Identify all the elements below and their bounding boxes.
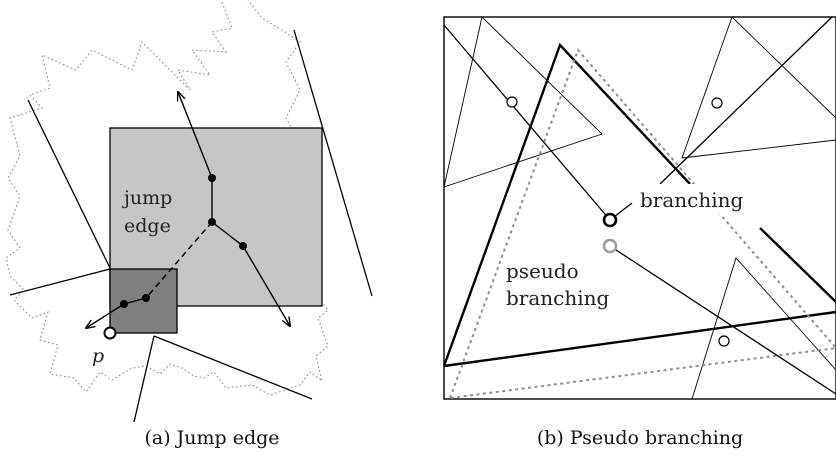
solid-line-lower-left xyxy=(9,268,111,296)
thick-triangle-base xyxy=(443,310,836,368)
node-top-left xyxy=(506,96,518,108)
node-right xyxy=(239,242,247,250)
solid-line-bottom xyxy=(133,335,155,423)
label-branching: branching xyxy=(640,188,744,212)
node-lower-2 xyxy=(120,300,128,308)
node-branching xyxy=(602,212,618,228)
label-pseudo: pseudo xyxy=(506,259,579,283)
thin-triangle-bottom-right xyxy=(691,257,836,400)
path-top-left xyxy=(443,24,611,221)
thick-line-right xyxy=(759,227,836,303)
panel-b-pseudo-branching: branching pseudo branching (b) Pseudo br… xyxy=(442,16,836,449)
node-top-right xyxy=(711,97,723,109)
panel-a-jump-edge: jump edge p (a) Jump edge xyxy=(5,0,373,449)
frame-box xyxy=(443,16,836,400)
path-pseudo xyxy=(609,245,836,395)
branching-label-bg xyxy=(636,184,762,214)
solid-line-right xyxy=(293,29,373,297)
caption-b: (b) Pseudo branching xyxy=(537,427,743,449)
thin-triangle-top-left xyxy=(443,16,603,188)
caption-a: (a) Jump edge xyxy=(144,427,279,449)
node-branch xyxy=(208,218,216,226)
thin-triangle-top-right xyxy=(681,16,836,159)
jump-edge-dashed xyxy=(145,221,213,299)
thin-triangle-top-left-base xyxy=(443,133,603,188)
point-p xyxy=(103,326,117,340)
label-pseudo-branching: branching xyxy=(506,286,610,310)
label-p: p xyxy=(92,345,104,367)
thin-triangle-top-right-base xyxy=(681,139,836,159)
solid-line-left xyxy=(27,99,111,269)
thick-triangle-left xyxy=(442,42,691,367)
node-bottom-right xyxy=(718,335,730,347)
node-upper xyxy=(208,174,216,182)
node-pseudo-branching xyxy=(602,238,618,254)
label-edge: edge xyxy=(124,215,171,237)
node-lower-1 xyxy=(142,294,150,302)
solid-line-bottom-right xyxy=(153,335,313,400)
path-top-right xyxy=(659,16,833,185)
label-jump: jump xyxy=(122,187,172,209)
